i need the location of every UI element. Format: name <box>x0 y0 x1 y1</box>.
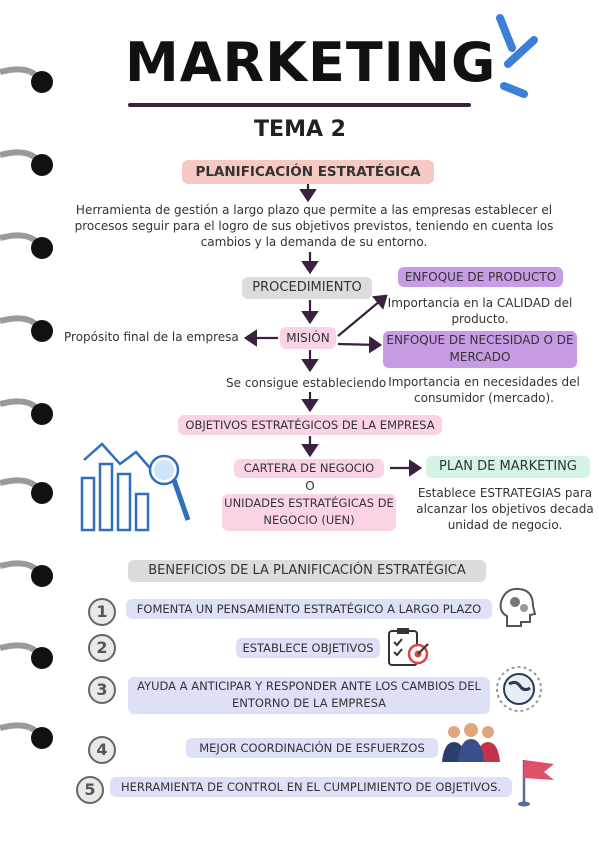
benefit-item-5: HERRAMIENTA DE CONTROL EN EL CUMPLIMIENT… <box>110 777 512 797</box>
plan-marketing-box: PLAN DE MARKETING <box>426 456 590 478</box>
main-heading: PLANIFICACIÓN ESTRATÉGICA <box>182 160 434 184</box>
benefit-item-2: ESTABLECE OBJETIVOS <box>236 638 380 658</box>
flag-icon <box>518 760 554 807</box>
checklist-target-icon <box>388 628 429 666</box>
number-badge-1: 1 <box>88 598 116 626</box>
enfoque-producto-box: ENFOQUE DE PRODUCTO <box>398 267 563 287</box>
number-badge-2: 2 <box>88 634 116 662</box>
title-underline <box>128 103 471 107</box>
binding-ring <box>0 315 53 342</box>
se-consigue-text: Se consigue estableciendo <box>226 376 387 390</box>
binding-ring <box>0 477 53 504</box>
team-icon <box>442 723 500 762</box>
benefit-item-3: AYUDA A ANTICIPAR Y RESPONDER ANTE LOS C… <box>128 677 490 714</box>
benefit-item-1: FOMENTA UN PENSAMIENTO ESTRATÉGICO A LAR… <box>126 599 492 619</box>
mision-box: MISIÓN <box>280 327 336 349</box>
binding-ring <box>0 642 53 669</box>
number-badge-3: 3 <box>88 676 116 704</box>
mision-note: Propósito final de la empresa <box>64 330 239 344</box>
binding-ring <box>0 722 53 749</box>
binding-ring <box>0 149 53 176</box>
binding-ring <box>0 560 53 587</box>
plan-marketing-note: Establece ESTRATEGIAS para alcanzar los … <box>416 486 594 532</box>
binding-ring <box>0 232 53 259</box>
sparkle-decoration-icon <box>496 14 538 98</box>
head-gears-icon <box>499 587 537 627</box>
page-subtitle: TEMA 2 <box>254 117 346 142</box>
objetivos-box: OBJETIVOS ESTRATÉGICOS DE LA EMPRESA <box>178 415 442 435</box>
definition-text: Herramienta de gestión a largo plazo que… <box>74 203 554 249</box>
cartera-box: CARTERA DE NEGOCIO <box>234 459 384 478</box>
globe-icon <box>496 666 542 712</box>
number-badge-4: 4 <box>88 736 116 764</box>
procedimiento-box: PROCEDIMIENTO <box>242 277 372 299</box>
benefit-item-4: MEJOR COORDINACIÓN DE ESFUERZOS <box>186 738 438 758</box>
enfoque-necesidad-box: ENFOQUE DE NECESIDAD O DE MERCADO <box>383 331 577 368</box>
o-connector-text: O <box>305 479 315 493</box>
growth-chart-magnifier-icon <box>80 442 191 532</box>
enfoque-necesidad-note: Importancia en necesidades del consumido… <box>388 375 580 405</box>
benefits-heading: BENEFICIOS DE LA PLANIFICACIÓN ESTRATÉGI… <box>128 560 486 582</box>
enfoque-producto-note: Importancia en la CALIDAD del producto. <box>387 296 573 326</box>
binding-ring <box>0 66 53 93</box>
binding-ring <box>0 398 53 425</box>
uen-box: UNIDADES ESTRATÉGICAS DE NEGOCIO (UEN) <box>222 494 396 531</box>
page-title: MARKETING <box>125 31 497 94</box>
number-badge-5: 5 <box>76 776 104 804</box>
